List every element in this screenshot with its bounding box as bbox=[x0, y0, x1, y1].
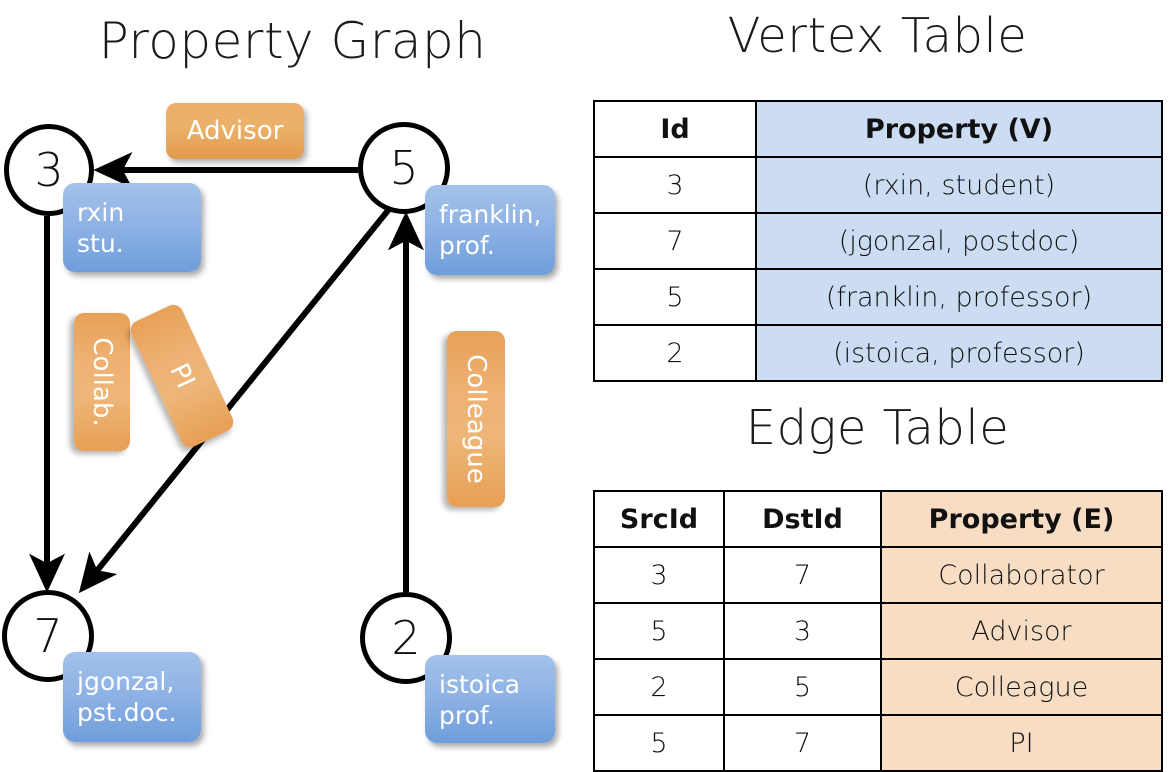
cell-edge-property: Collaborator bbox=[880, 546, 1163, 604]
node-property-box-5: franklin, prof. bbox=[425, 185, 555, 275]
cell-vertex-property: (rxin, student) bbox=[755, 156, 1163, 214]
vertex-table: Id Property (V) 3 (rxin, student) 7 (jgo… bbox=[593, 100, 1163, 382]
cell-edge-property: Colleague bbox=[880, 658, 1163, 716]
table-row[interactable]: 7 (jgonzal, postdoc) bbox=[593, 212, 1163, 270]
edge-label-advisor: Advisor bbox=[166, 103, 304, 159]
edge-label-collab: Collab. bbox=[74, 313, 130, 451]
cell-edge-dst: 7 bbox=[723, 546, 882, 604]
cell-vertex-id: 5 bbox=[593, 268, 757, 326]
table-header-row: SrcId DstId Property (E) bbox=[593, 490, 1163, 548]
cell-edge-dst: 5 bbox=[723, 658, 882, 716]
node-property-box-7: jgonzal, pst.doc. bbox=[63, 652, 201, 742]
section-title-vertex-table: Vertex Table bbox=[727, 8, 1028, 64]
cell-edge-property: PI bbox=[880, 714, 1163, 772]
cell-edge-dst: 3 bbox=[723, 602, 882, 660]
table-header-row: Id Property (V) bbox=[593, 100, 1163, 158]
cell-vertex-id: 7 bbox=[593, 212, 757, 270]
property-graph-canvas bbox=[29, 152, 424, 594]
table-row[interactable]: 5 7 PI bbox=[593, 714, 1163, 772]
table-row[interactable]: 2 (istoica, professor) bbox=[593, 324, 1163, 382]
node-property-line-1: jgonzal, bbox=[77, 667, 175, 696]
node-property-line-1: rxin bbox=[77, 198, 125, 227]
table-row[interactable]: 2 5 Colleague bbox=[593, 658, 1163, 716]
node-property-line-1: istoica bbox=[439, 670, 521, 699]
column-header-property-v: Property (V) bbox=[755, 100, 1163, 158]
cell-vertex-property: (franklin, professor) bbox=[755, 268, 1163, 326]
edge-table: SrcId DstId Property (E) 3 7 Collaborato… bbox=[593, 490, 1163, 772]
column-header-srcid: SrcId bbox=[593, 490, 725, 548]
table-row[interactable]: 5 (franklin, professor) bbox=[593, 268, 1163, 326]
node-property-box-2: istoica prof. bbox=[425, 655, 555, 743]
cell-edge-src: 3 bbox=[593, 546, 725, 604]
section-title-edge-table: Edge Table bbox=[745, 400, 1010, 456]
graph-node-3[interactable]: 3 bbox=[4, 124, 94, 216]
cell-vertex-property: (istoica, professor) bbox=[755, 324, 1163, 382]
column-header-dstid: DstId bbox=[723, 490, 882, 548]
node-property-line-2: prof. bbox=[439, 231, 495, 260]
table-row[interactable]: 3 (rxin, student) bbox=[593, 156, 1163, 214]
node-property-box-3: rxin stu. bbox=[63, 183, 201, 272]
cell-edge-src: 2 bbox=[593, 658, 725, 716]
node-property-line-2: pst.doc. bbox=[77, 698, 177, 727]
cell-vertex-property: (jgonzal, postdoc) bbox=[755, 212, 1163, 270]
graph-node-2[interactable]: 2 bbox=[360, 592, 452, 684]
cell-edge-src: 5 bbox=[593, 714, 725, 772]
table-row[interactable]: 3 7 Collaborator bbox=[593, 546, 1163, 604]
cell-vertex-id: 2 bbox=[593, 324, 757, 382]
column-header-property-e: Property (E) bbox=[880, 490, 1163, 548]
node-property-line-2: stu. bbox=[77, 229, 124, 258]
cell-vertex-id: 3 bbox=[593, 156, 757, 214]
edge-label-colleague: Colleague bbox=[447, 331, 505, 507]
cell-edge-src: 5 bbox=[593, 602, 725, 660]
table-row[interactable]: 5 3 Advisor bbox=[593, 602, 1163, 660]
edge-line-5-to-7 bbox=[78, 206, 393, 594]
column-header-id: Id bbox=[593, 100, 757, 158]
node-property-line-1: franklin, bbox=[439, 200, 542, 229]
node-property-line-2: prof. bbox=[439, 701, 495, 730]
cell-edge-property: Advisor bbox=[880, 602, 1163, 660]
page-title-property-graph: Property Graph bbox=[98, 12, 487, 70]
cell-edge-dst: 7 bbox=[723, 714, 882, 772]
